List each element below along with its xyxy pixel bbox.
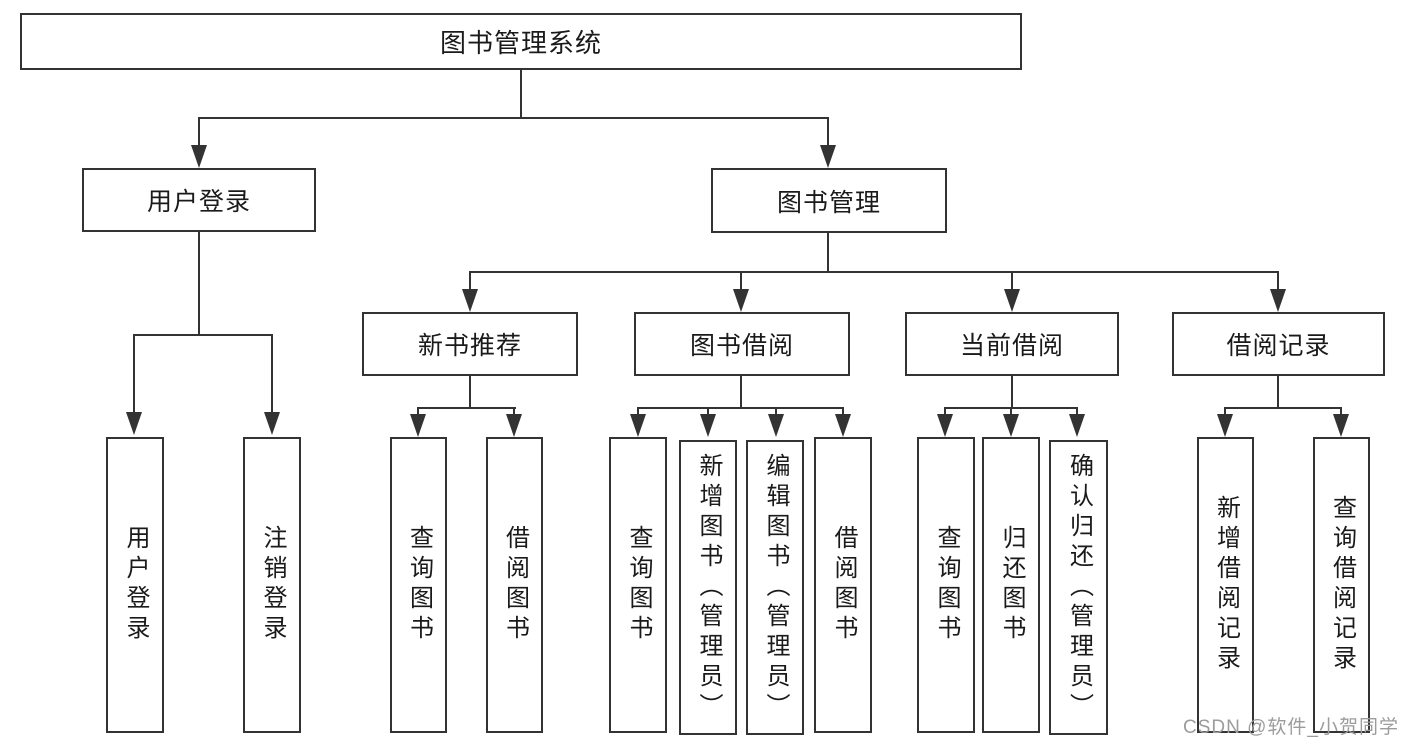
connector-book-management-trunk <box>827 232 829 273</box>
connector-drop-current-borrow <box>1011 271 1013 291</box>
node-borrow-borrow-books: 借阅图书 <box>814 437 872 733</box>
arrow-down-user-login <box>191 145 207 168</box>
connector-drop-g3c3 <box>1076 407 1078 417</box>
node-current-return-books: 归还图书 <box>982 437 1040 733</box>
node-leaf-logout: 注销登录 <box>243 437 301 733</box>
connector-drop-g2c3 <box>775 407 777 417</box>
arrow-down-g4c1 <box>1217 414 1233 437</box>
arrow-down-g1c1 <box>410 414 426 437</box>
node-borrow-query-books-label: 查询图书 <box>625 525 652 645</box>
node-leaf-logout-label: 注销登录 <box>259 525 286 645</box>
node-book-borrow: 图书借阅 <box>634 312 850 376</box>
node-current-confirm-return-admin-label: 确认归还（管理员） <box>1065 452 1093 723</box>
arrow-down-g1c2 <box>506 414 522 437</box>
connector-group4-horizontal <box>1224 407 1342 409</box>
node-current-confirm-return-admin: 确认归还（管理员） <box>1049 440 1108 735</box>
node-recommend-query-books-label: 查询图书 <box>405 525 433 645</box>
arrow-down-g3c2 <box>1003 414 1019 437</box>
node-book-management-label: 图书管理 <box>776 188 881 217</box>
node-borrow-records-label: 借阅记录 <box>1226 332 1331 360</box>
arrow-down-new-book <box>462 289 478 312</box>
arrow-down-g3c1 <box>937 414 953 437</box>
arrow-down-g2c2 <box>700 414 716 437</box>
connector-drop-g2c2 <box>707 407 709 417</box>
arrow-down-g3c3 <box>1069 414 1085 437</box>
node-borrow-add-books-admin-label: 新增图书（管理员） <box>695 452 722 723</box>
connector-drop-g3c1 <box>944 407 946 417</box>
node-current-query-books: 查询图书 <box>917 437 975 733</box>
node-borrow-query-books: 查询图书 <box>609 437 667 733</box>
connector-drop-book-borrow <box>740 271 742 291</box>
connector-group1-horizontal <box>417 407 516 409</box>
arrow-down-g2c4 <box>835 414 851 437</box>
arrow-down-login-leaf <box>126 412 142 435</box>
node-user-login-label: 用户登录 <box>146 188 251 216</box>
node-current-borrow: 当前借阅 <box>905 312 1119 376</box>
node-current-query-books-label: 查询图书 <box>933 525 960 645</box>
node-records-query-borrow-record-label: 查询借阅记录 <box>1328 495 1356 675</box>
connector-root-trunk <box>520 69 522 119</box>
node-records-query-borrow-record: 查询借阅记录 <box>1313 437 1370 733</box>
node-borrow-borrow-books-label: 借阅图书 <box>830 525 857 645</box>
node-borrow-records: 借阅记录 <box>1172 312 1385 376</box>
node-records-add-borrow-record: 新增借阅记录 <box>1197 437 1254 733</box>
arrow-down-book-borrow <box>733 289 749 312</box>
connector-drop-g4c2 <box>1340 407 1342 417</box>
node-current-borrow-label: 当前借阅 <box>959 332 1064 360</box>
connector-group1-trunk <box>469 376 471 409</box>
node-root: 图书管理系统 <box>20 13 1022 70</box>
node-borrow-edit-books-admin-label: 编辑图书（管理员） <box>762 452 789 723</box>
node-records-add-borrow-record-label: 新增借阅记录 <box>1212 495 1240 675</box>
connector-drop-borrow-records <box>1277 271 1279 291</box>
connector-drop-logout-leaf <box>271 334 273 414</box>
node-recommend-borrow-books: 借阅图书 <box>486 437 543 733</box>
node-book-borrow-label: 图书借阅 <box>689 332 794 360</box>
node-new-book-recommend-label: 新书推荐 <box>417 332 522 360</box>
connector-level1-horizontal <box>198 117 829 119</box>
connector-group3-trunk <box>1011 376 1013 409</box>
connector-level3-horizontal <box>469 271 1279 273</box>
connector-drop-g4c1 <box>1224 407 1226 417</box>
arrow-down-g2c3 <box>768 414 784 437</box>
arrow-down-current-borrow <box>1004 289 1020 312</box>
node-recommend-query-books: 查询图书 <box>390 437 447 733</box>
node-book-management: 图书管理 <box>711 168 947 233</box>
connector-user-login-horizontal <box>133 334 273 336</box>
node-recommend-borrow-books-label: 借阅图书 <box>501 525 529 645</box>
node-leaf-user-login-label: 用户登录 <box>122 525 149 645</box>
connector-drop-login-leaf <box>133 334 135 414</box>
node-new-book-recommend: 新书推荐 <box>362 312 578 376</box>
connector-drop-g1c2 <box>513 407 515 417</box>
connector-user-login-trunk <box>198 231 200 336</box>
connector-drop-g1c1 <box>417 407 419 417</box>
arrow-down-g4c2 <box>1333 414 1349 437</box>
connector-drop-new-book <box>469 271 471 291</box>
connector-drop-user-login <box>198 117 200 147</box>
connector-drop-book-management <box>827 117 829 147</box>
node-user-login: 用户登录 <box>82 168 316 232</box>
node-borrow-edit-books-admin: 编辑图书（管理员） <box>746 440 804 735</box>
arrow-down-book-management <box>820 145 836 168</box>
node-root-label: 图书管理系统 <box>439 28 602 58</box>
connector-drop-g3c2 <box>1010 407 1012 417</box>
arrow-down-g2c1 <box>630 414 646 437</box>
connector-group4-trunk <box>1277 376 1279 409</box>
connector-group2-horizontal <box>637 407 844 409</box>
node-leaf-user-login: 用户登录 <box>106 437 164 733</box>
arrow-down-borrow-records <box>1270 289 1286 312</box>
node-borrow-add-books-admin: 新增图书（管理员） <box>679 440 737 735</box>
arrow-down-logout-leaf <box>264 412 280 435</box>
node-current-return-books-label: 归还图书 <box>998 525 1025 645</box>
csdn-watermark: CSDN @软件_小贺同学 <box>1183 717 1399 738</box>
connector-drop-g2c4 <box>842 407 844 417</box>
connector-group2-trunk <box>740 376 742 409</box>
connector-drop-g2c1 <box>637 407 639 417</box>
